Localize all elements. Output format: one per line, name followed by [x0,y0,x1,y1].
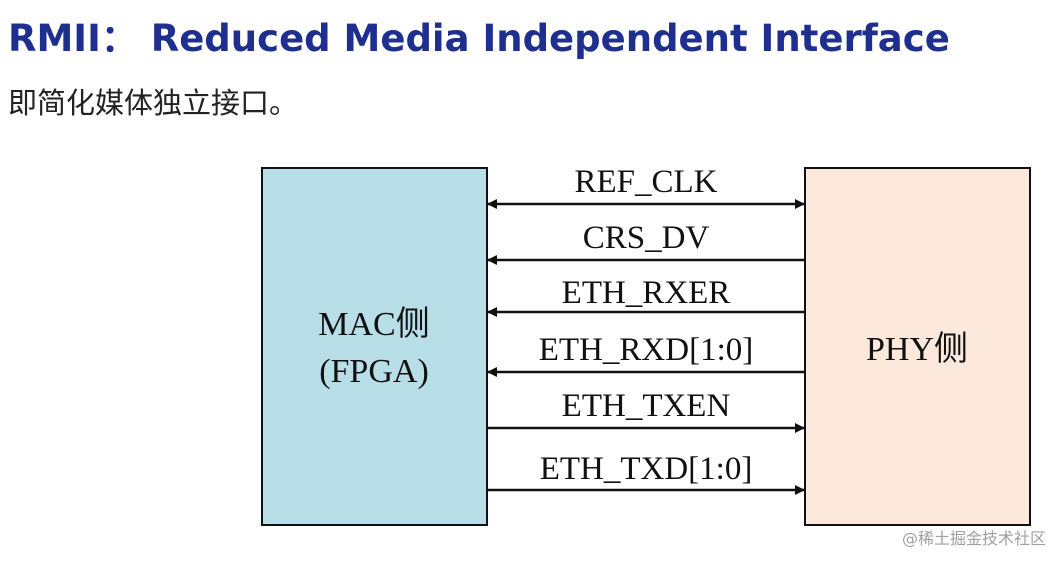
watermark: @稀土掘金技术社区 [901,529,1046,548]
phy-block-label: PHY侧 [866,330,968,368]
mac-block-label: MAC侧 [318,305,429,343]
mac-block-sublabel: (FPGA) [319,353,429,390]
page-title: RMII： Reduced Media Independent Interfac… [8,17,950,60]
signal-label: REF_CLK [574,164,717,200]
phy-block [804,167,1031,526]
signal-label: ETH_RXER [562,275,731,311]
signal-label: ETH_RXD[1:0] [539,332,753,368]
mac-block [261,167,488,526]
page-subtitle: 即简化媒体独立接口。 [8,86,299,120]
signal-label: ETH_TXEN [562,388,731,424]
signal-label: ETH_TXD[1:0] [540,451,753,487]
signal-lines: REF_CLK CRS_DV ETH_RXER ETH_RXD[1:0] ETH_TXE… [487,164,805,495]
signal-label: CRS_DV [583,220,710,256]
